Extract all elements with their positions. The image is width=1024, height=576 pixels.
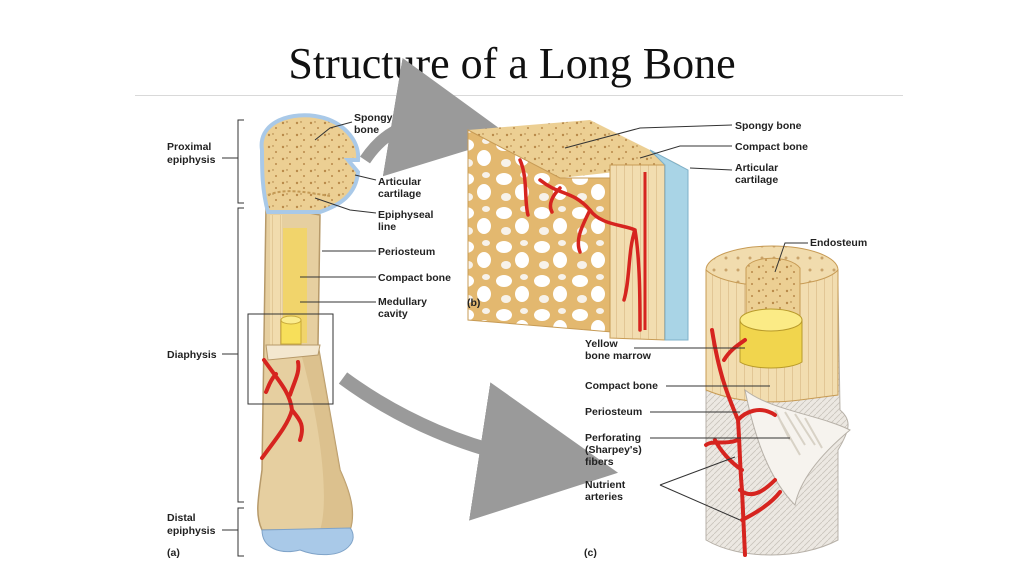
label-c-compact-bone: Compact bone — [585, 380, 658, 392]
bone-shaft-shade — [300, 345, 353, 530]
label-a-periosteum: Periosteum — [378, 246, 435, 258]
block-top — [468, 120, 680, 178]
panel-b-leaders — [564, 124, 733, 171]
periosteum-flap — [744, 388, 851, 507]
panel-a-letter: (a) — [167, 547, 180, 559]
block-cartilage-side — [649, 149, 689, 341]
label-c-nutrient-arteries: Nutrient arteries — [585, 479, 628, 503]
panel-b-letter: (b) — [467, 297, 480, 309]
marrow-core-top — [280, 315, 302, 325]
title-divider — [135, 95, 903, 96]
label-b-spongy-bone: Spongy bone — [735, 120, 802, 132]
panel-c-shaft — [704, 245, 851, 557]
cut-edge — [265, 344, 321, 361]
slide-title: Structure of a Long Bone — [288, 39, 736, 88]
label-proximal-epiphysis: Proximal epiphysis — [167, 141, 216, 166]
shaft-artery — [260, 358, 304, 460]
label-a-compact-bone: Compact bone — [378, 272, 451, 284]
panel-a-bone — [247, 113, 361, 556]
label-c-yellow-bone-marrow: Yellow bone marrow — [585, 338, 652, 362]
arrow-to-panel-b — [360, 57, 512, 177]
label-distal-epiphysis: Distal epiphysis — [167, 512, 216, 537]
panel-a-leaders — [300, 121, 377, 303]
panel-c-leaders — [634, 242, 808, 521]
zoom-box — [247, 313, 334, 405]
label-a-medullary-cavity: Medullary cavity — [378, 296, 430, 320]
label-diaphysis: Diaphysis — [167, 349, 217, 361]
epiphyseal-line — [267, 190, 331, 197]
label-b-articular-cartilage: Articular cartilage — [735, 162, 781, 186]
sharpey-fibers — [774, 409, 823, 456]
label-c-periosteum: Periosteum — [585, 406, 642, 418]
label-b-compact-bone: Compact bone — [735, 141, 808, 153]
yellow-marrow-top — [739, 308, 803, 332]
arrow-to-panel-c — [338, 372, 619, 521]
block-arteries — [518, 158, 642, 332]
panel-c-letter: (c) — [584, 547, 597, 559]
label-c-perforating-fibers: Perforating (Sharpey's) fibers — [585, 432, 645, 468]
compact-wall — [270, 215, 282, 345]
label-c-endosteum: Endosteum — [810, 237, 867, 249]
proximal-epiphysis — [259, 113, 361, 214]
yellow-marrow-cylinder — [739, 319, 803, 369]
label-a-articular-cartilage: Articular cartilage — [378, 176, 424, 200]
panel-b-block — [467, 120, 689, 341]
region-brackets — [222, 119, 244, 557]
distal-cartilage — [261, 527, 354, 556]
label-a-epiphyseal-line: Epiphyseal line — [378, 209, 436, 233]
